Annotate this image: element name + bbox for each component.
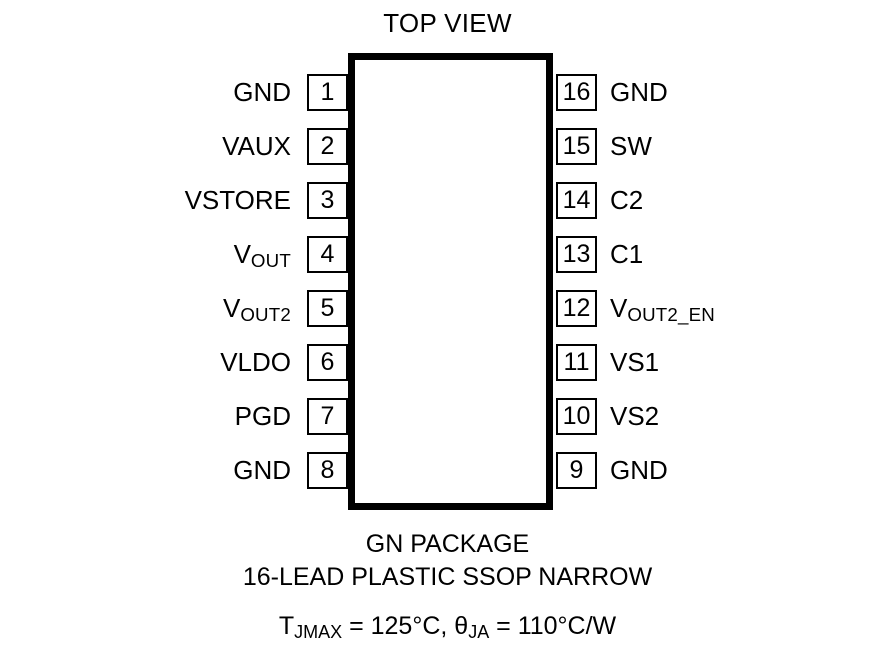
pin-label-text: C1 xyxy=(610,239,644,269)
pin-label-7: PGD xyxy=(235,398,291,435)
pin-label-9: GND xyxy=(610,452,668,489)
pin-label-text: SW xyxy=(610,131,652,161)
pin-label-15: SW xyxy=(610,128,652,165)
pin-number: 4 xyxy=(320,240,335,268)
package-body-outline xyxy=(348,53,553,510)
pin-number-box-11: 11 xyxy=(556,344,597,381)
pin-label-text: GND xyxy=(233,455,291,485)
pin-number-box-15: 15 xyxy=(556,128,597,165)
pin-label-text: V xyxy=(222,293,241,323)
pin-number: 9 xyxy=(569,456,584,484)
pin-number-box-4: 4 xyxy=(307,236,348,273)
theta-subscript: JA xyxy=(468,621,490,642)
pin-number: 7 xyxy=(320,402,335,430)
pin-number-box-16: 16 xyxy=(556,74,597,111)
pin-label-text: VS1 xyxy=(610,347,660,377)
package-lead-caption: 16-LEAD PLASTIC SSOP NARROW xyxy=(242,563,653,591)
pin-label-8: GND xyxy=(233,452,291,489)
pin-label-text: VLDO xyxy=(220,347,291,377)
pin-number: 16 xyxy=(562,78,591,106)
pin-label-10: VS2 xyxy=(610,398,659,435)
pin-label-16: GND xyxy=(610,74,668,111)
pin-number-box-8: 8 xyxy=(307,452,348,489)
pin-label-text: GND xyxy=(610,77,668,107)
pin-label-subscript: OUT xyxy=(250,250,291,272)
pin-label-4: VOUT xyxy=(234,236,291,273)
pin-label-14: C2 xyxy=(610,182,643,219)
pin-number-box-13: 13 xyxy=(556,236,597,273)
pin-number-box-3: 3 xyxy=(307,182,348,219)
pin-number: 1 xyxy=(320,78,335,106)
pin-label-3: VSTORE xyxy=(185,182,291,219)
pin-label-text: V xyxy=(233,239,251,269)
thermal-spec-caption: TJMAX = 125°C, θJA = 110°C/W xyxy=(0,612,895,642)
pin-number-box-1: 1 xyxy=(307,74,348,111)
tjmax-value: = 125°C, xyxy=(342,612,455,640)
pin-number: 13 xyxy=(562,240,591,268)
pin-label-text: V xyxy=(610,293,628,323)
pin-number: 14 xyxy=(562,186,591,214)
diagram-title: TOP VIEW xyxy=(383,8,512,38)
pin-number: 3 xyxy=(320,186,335,214)
pin-label-text: C2 xyxy=(610,185,644,215)
pin-number: 2 xyxy=(320,132,335,160)
pin-number: 10 xyxy=(562,402,591,430)
pin-number: 11 xyxy=(563,348,590,376)
pin-number-box-14: 14 xyxy=(556,182,597,219)
theta-value: = 110°C/W xyxy=(489,612,617,640)
pin-label-11: VS1 xyxy=(610,344,659,381)
pin-label-text: VAUX xyxy=(222,131,291,161)
pin-label-5: VOUT2 xyxy=(223,290,291,327)
pin-label-subscript: OUT2_EN xyxy=(627,304,716,326)
pin-label-text: PGD xyxy=(234,401,291,431)
package-name-caption: GN PACKAGE xyxy=(365,530,530,558)
pin-number: 6 xyxy=(320,348,335,376)
pin-number-box-12: 12 xyxy=(556,290,597,327)
pin-number: 15 xyxy=(562,132,591,160)
pin-number-box-7: 7 xyxy=(307,398,348,435)
pin-label-text: GND xyxy=(233,77,291,107)
tjmax-subscript: JMAX xyxy=(294,621,343,642)
pin-number-box-10: 10 xyxy=(556,398,597,435)
pin-label-subscript: OUT2 xyxy=(240,304,291,326)
pin-label-text: VS2 xyxy=(610,401,660,431)
pin-label-2: VAUX xyxy=(222,128,291,165)
pin-number-box-5: 5 xyxy=(307,290,348,327)
pin-label-text: VSTORE xyxy=(184,185,291,215)
pin-number-box-2: 2 xyxy=(307,128,348,165)
pin-number-box-6: 6 xyxy=(307,344,348,381)
pin-label-text: GND xyxy=(610,455,668,485)
pin-label-12: VOUT2_EN xyxy=(610,290,715,327)
pin-label-1: GND xyxy=(233,74,291,111)
pin-number: 12 xyxy=(562,294,591,322)
pin-label-6: VLDO xyxy=(220,344,291,381)
pin-number-box-9: 9 xyxy=(556,452,597,489)
pin-label-13: C1 xyxy=(610,236,643,273)
pin-number: 8 xyxy=(320,456,335,484)
tjmax-symbol: T xyxy=(278,612,295,640)
theta-symbol: θ xyxy=(454,612,469,640)
pin-number: 5 xyxy=(320,294,335,322)
